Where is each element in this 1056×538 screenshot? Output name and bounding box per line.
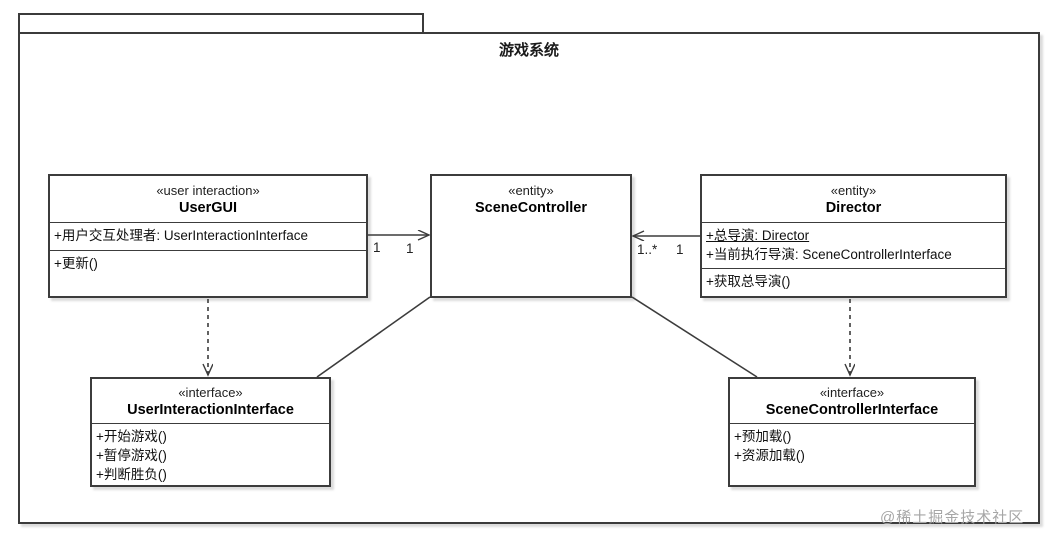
class-member: +更新() <box>54 256 98 271</box>
class-member: +当前执行导演: SceneControllerInterface <box>706 247 952 262</box>
class-member: +判断胜负() <box>96 467 167 482</box>
class-userinteractioninterface-stereotype: «interface» <box>178 384 243 400</box>
class-scenecontrollerinterface-operations: +预加载() +资源加载() <box>730 423 974 485</box>
class-usergui-name: UserGUI <box>178 199 238 216</box>
class-scenecontrollerinterface-name: SceneControllerInterface <box>765 401 939 418</box>
class-member: +资源加载() <box>734 448 805 463</box>
class-member: +获取总导演() <box>706 274 791 289</box>
class-scenecontroller: «entity» SceneController <box>430 174 632 298</box>
class-userinteractioninterface-name: UserInteractionInterface <box>127 401 294 418</box>
class-director-operations: +获取总导演() <box>702 268 1005 296</box>
multiplicity-usergui-end: 1 <box>373 240 381 255</box>
class-director-header: «entity» Director <box>702 176 1005 222</box>
watermark: @稀土掘金技术社区 <box>880 509 1025 526</box>
class-userinteractioninterface: «interface» UserInteractionInterface +开始… <box>90 377 331 487</box>
class-usergui-operations: +更新() <box>50 250 366 296</box>
multiplicity-director-end: 1 <box>676 242 684 257</box>
class-member: +暂停游戏() <box>96 448 167 463</box>
class-userinteractioninterface-header: «interface» UserInteractionInterface <box>92 379 329 423</box>
class-scenecontrollerinterface-stereotype: «interface» <box>819 384 885 400</box>
class-usergui: «user interaction» UserGUI +用户交互处理者: Use… <box>48 174 368 298</box>
class-scenecontroller-body <box>432 222 630 296</box>
multiplicity-scenecontroller-right-end: 1..* <box>637 242 658 257</box>
class-userinteractioninterface-operations: +开始游戏() +暂停游戏() +判断胜负() <box>92 423 329 485</box>
class-director-attributes: +总导演: Director +当前执行导演: SceneControllerIn… <box>702 222 1005 268</box>
class-scenecontroller-header: «entity» SceneController <box>432 176 630 222</box>
class-member: +总导演: Director <box>706 228 810 243</box>
class-director: «entity» Director +总导演: Director +当前执行导演:… <box>700 174 1007 298</box>
class-scenecontrollerinterface: «interface» SceneControllerInterface +预加… <box>728 377 976 487</box>
frame-tab <box>18 13 424 32</box>
class-member: +预加载() <box>734 429 792 444</box>
class-scenecontrollerinterface-header: «interface» SceneControllerInterface <box>730 379 974 423</box>
class-usergui-stereotype: «user interaction» <box>156 182 260 198</box>
class-scenecontroller-stereotype: «entity» <box>508 182 554 198</box>
class-scenecontroller-name: SceneController <box>475 199 587 216</box>
class-member: +用户交互处理者: UserInteractionInterface <box>54 228 308 243</box>
class-member: +开始游戏() <box>96 429 167 444</box>
class-director-name: Director <box>825 199 882 216</box>
multiplicity-scenecontroller-left-end: 1 <box>406 241 414 256</box>
class-usergui-attributes: +用户交互处理者: UserInteractionInterface <box>50 222 366 250</box>
class-usergui-header: «user interaction» UserGUI <box>50 176 366 222</box>
diagram-title: 游戏系统 <box>498 42 559 59</box>
class-director-stereotype: «entity» <box>830 182 877 198</box>
